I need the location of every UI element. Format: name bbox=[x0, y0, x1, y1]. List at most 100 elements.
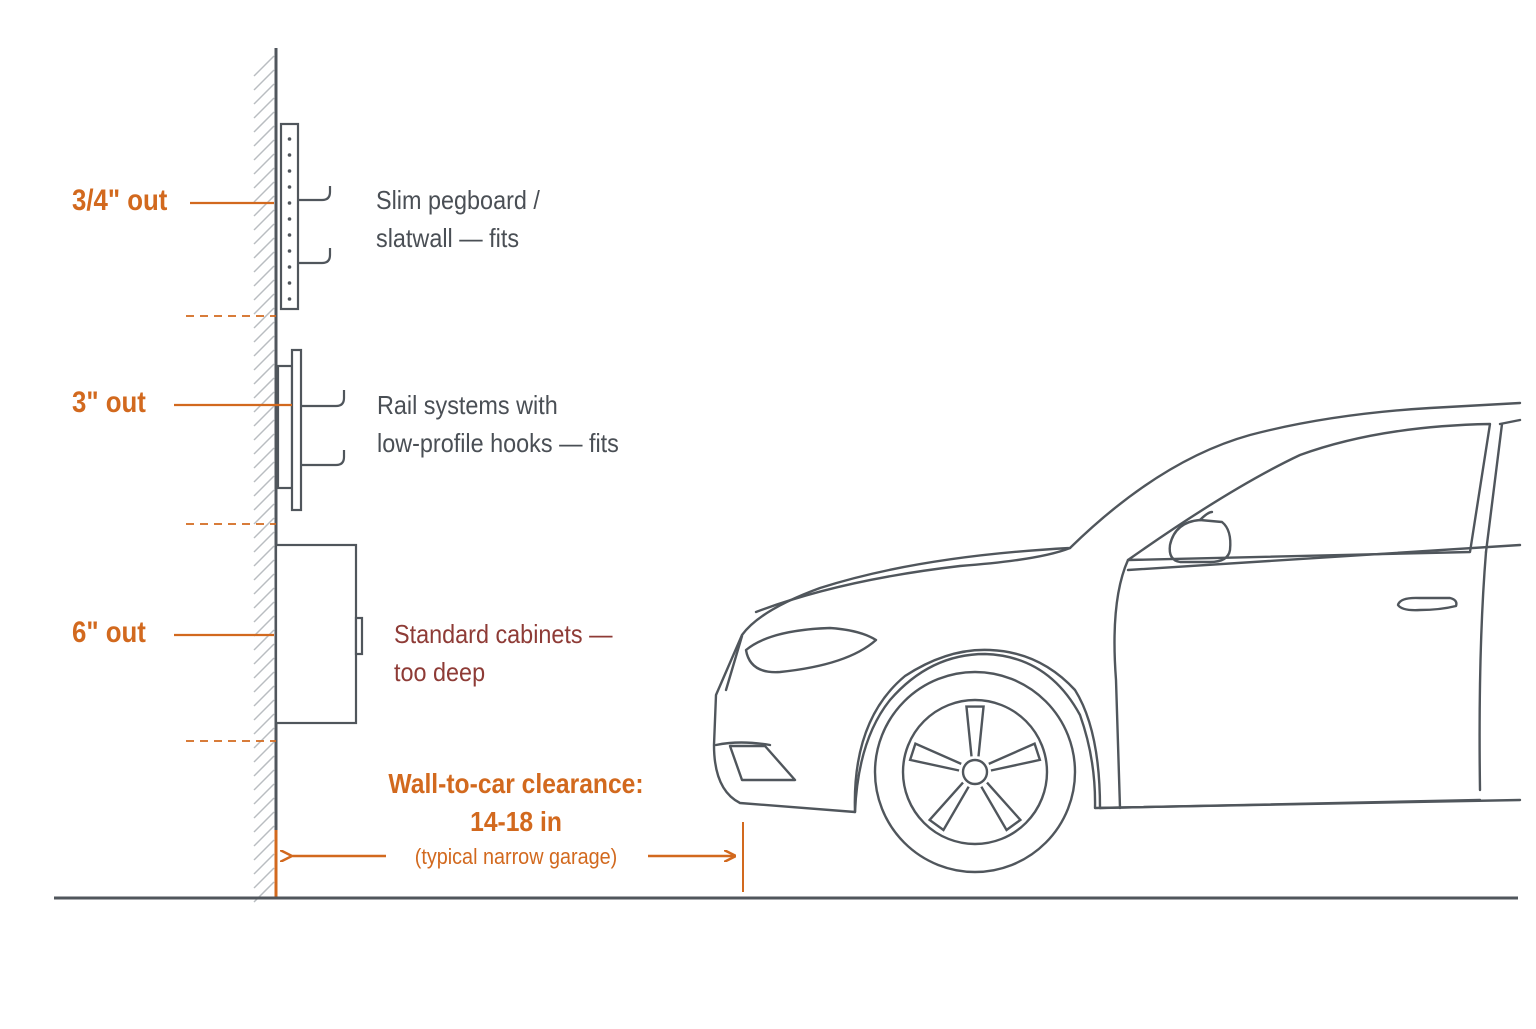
hatch-line bbox=[253, 237, 275, 259]
hatch-line bbox=[253, 223, 275, 245]
rail-hook-1 bbox=[301, 390, 346, 408]
wheel-spoke bbox=[988, 742, 1042, 772]
hatch-line bbox=[253, 475, 275, 497]
wheel-spoke bbox=[927, 781, 970, 832]
car-rocker bbox=[1098, 798, 1482, 810]
cabinet-description: Standard cabinets — too deep bbox=[394, 615, 613, 691]
hatch-line bbox=[253, 209, 275, 231]
hatch-line bbox=[253, 783, 275, 805]
car-side-mirror bbox=[1168, 518, 1232, 564]
wheel-spoke bbox=[980, 781, 1023, 832]
hatch-line bbox=[253, 769, 275, 791]
hatch-line bbox=[253, 139, 275, 161]
car-side-profile bbox=[712, 401, 1522, 814]
hatch-line bbox=[253, 349, 275, 371]
hatch-line bbox=[253, 559, 275, 581]
hatch-line bbox=[253, 447, 275, 469]
hatch-line bbox=[253, 657, 275, 679]
hatch-line bbox=[253, 839, 275, 861]
hatch-line bbox=[253, 755, 275, 777]
car-door-rear bbox=[1478, 550, 1488, 792]
hatch-line bbox=[253, 517, 275, 539]
pegboard-panel bbox=[279, 122, 332, 311]
cabinet-description-line-2: too deep bbox=[394, 657, 486, 687]
hatch-line bbox=[253, 97, 275, 119]
clearance-note: (typical narrow garage) bbox=[414, 844, 618, 869]
car-rear-pillar bbox=[1484, 422, 1504, 554]
pegboard-holes bbox=[287, 137, 292, 301]
clearance-range: 14-18 in bbox=[470, 806, 562, 837]
hatch-line bbox=[253, 741, 275, 763]
hatch-line bbox=[253, 307, 275, 329]
pegboard-description-line-1: Slim pegboard / bbox=[376, 185, 540, 215]
depth-leader-lines bbox=[174, 201, 292, 637]
hatch-line bbox=[253, 825, 275, 847]
hatch-line bbox=[253, 727, 275, 749]
car-mirror-stem bbox=[1198, 510, 1214, 522]
hatch-line bbox=[253, 391, 275, 413]
wheel-spoke bbox=[908, 742, 962, 772]
hub bbox=[961, 758, 989, 786]
wall-hatching bbox=[253, 55, 275, 903]
car-window-frame-rear bbox=[1498, 418, 1522, 426]
hatch-line bbox=[253, 629, 275, 651]
car-body-outline bbox=[712, 401, 1522, 814]
hatch-line bbox=[253, 125, 275, 147]
hatch-line bbox=[253, 321, 275, 343]
hatch-line bbox=[253, 69, 275, 91]
hatch-line bbox=[253, 293, 275, 315]
hatch-line bbox=[253, 615, 275, 637]
pegboard-description: Slim pegboard / slatwall — fits bbox=[376, 181, 540, 257]
car-bumper-line bbox=[714, 741, 772, 747]
hatch-line bbox=[253, 643, 275, 665]
tire bbox=[873, 670, 1077, 874]
car-headlight bbox=[744, 626, 878, 674]
car-wheel-arch bbox=[853, 648, 1102, 814]
standard-cabinet bbox=[274, 543, 364, 725]
hatch-line bbox=[253, 797, 275, 819]
hatch-line bbox=[253, 433, 275, 455]
car-front-wheel bbox=[873, 670, 1077, 874]
wheel-spoke bbox=[965, 705, 985, 757]
hatch-line bbox=[253, 265, 275, 287]
hatch-line bbox=[253, 531, 275, 553]
rail-description: Rail systems with low-profile hooks — fi… bbox=[377, 386, 619, 462]
hatch-line bbox=[253, 195, 275, 217]
hatch-line bbox=[253, 55, 275, 77]
hatch-line bbox=[253, 335, 275, 357]
hatch-line bbox=[253, 853, 275, 875]
pegboard-description-line-2: slatwall — fits bbox=[376, 223, 520, 253]
hatch-line bbox=[253, 377, 275, 399]
cabinet-description-line-1: Standard cabinets — bbox=[394, 619, 613, 649]
car-grille-edge bbox=[724, 634, 744, 692]
car-hood-line bbox=[754, 546, 1072, 614]
pegboard-hook-2 bbox=[298, 248, 332, 265]
hatch-line bbox=[253, 699, 275, 721]
hatch-line bbox=[253, 419, 275, 441]
car-fog-light bbox=[728, 744, 797, 782]
car-window-outline bbox=[1126, 422, 1492, 562]
rim bbox=[901, 698, 1049, 846]
hatch-line bbox=[253, 405, 275, 427]
rail-system bbox=[276, 348, 346, 512]
wheel-spokes bbox=[908, 705, 1042, 832]
hatch-line bbox=[253, 685, 275, 707]
cabinet-handle bbox=[354, 616, 364, 656]
pegboard-hook-1 bbox=[298, 186, 332, 202]
car-door-front bbox=[1113, 558, 1130, 810]
hatch-line bbox=[253, 503, 275, 525]
clearance-title: Wall-to-car clearance: bbox=[388, 768, 644, 799]
hatch-line bbox=[253, 279, 275, 301]
hatch-line bbox=[253, 573, 275, 595]
hatch-line bbox=[253, 251, 275, 273]
hatch-line bbox=[253, 489, 275, 511]
depth-label-3-in: 3" out bbox=[72, 386, 146, 419]
hatch-line bbox=[253, 545, 275, 567]
depth-label-6-in: 6" out bbox=[72, 616, 146, 649]
hatch-line bbox=[253, 181, 275, 203]
hatch-line bbox=[253, 713, 275, 735]
hatch-line bbox=[253, 461, 275, 483]
hatch-line bbox=[253, 83, 275, 105]
